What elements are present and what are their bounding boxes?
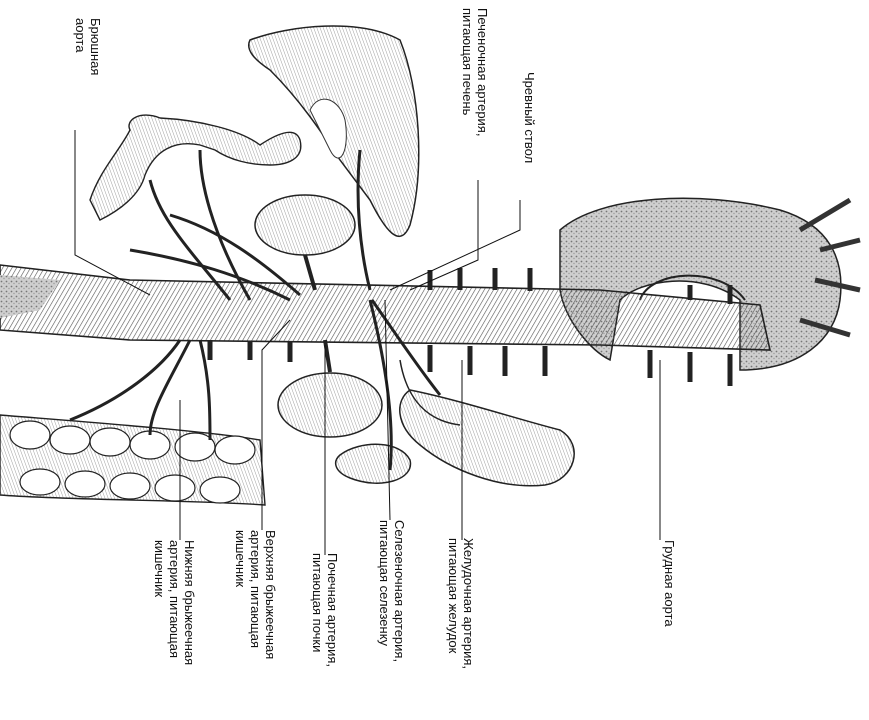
label-line: Брюшная	[88, 18, 103, 75]
label-line: питающая почки	[310, 553, 325, 667]
label-line: питающая селезенку	[377, 520, 392, 662]
label-line: Нижняя брыжеечная	[182, 540, 197, 665]
label-splenic-artery: Селезеночная артерия, питающая селезенку	[377, 520, 407, 662]
label-line: Грудная аорта	[662, 540, 677, 627]
label-renal-artery: Почечная артерия, питающая почки	[310, 553, 340, 667]
label-celiac-trunk: Чревный ствол	[522, 72, 537, 163]
label-line: питающая печень	[460, 8, 475, 136]
label-thoracic-aorta: Грудная аорта	[662, 540, 677, 627]
label-abdominal-aorta: Брюшная аорта	[73, 18, 103, 75]
label-hepatic-artery: Печеночная артерия, питающая печень	[460, 8, 490, 136]
intestine-lower	[0, 415, 265, 505]
label-line: кишечник	[152, 540, 167, 665]
label-line: Желудочная артерия,	[461, 538, 476, 669]
label-inferior-mesenteric: Нижняя брыжеечная артерия, питающая кише…	[152, 540, 197, 665]
label-line: артерия, питающая	[167, 540, 182, 665]
label-line: питающая желудок	[446, 538, 461, 669]
kidney-upper	[255, 195, 355, 290]
label-line: Печеночная артерия,	[475, 8, 490, 136]
kidney-lower	[278, 340, 382, 437]
label-line: аорта	[73, 18, 88, 75]
label-line: кишечник	[233, 530, 248, 659]
label-superior-mesenteric: Верхняя брыжеечная артерия, питающая киш…	[233, 530, 278, 659]
label-line: артерия, питающая	[248, 530, 263, 659]
label-line: Чревный ствол	[522, 72, 537, 163]
spleen	[336, 444, 411, 483]
leader-hepatic-artery	[410, 180, 478, 290]
label-line: Селезеночная артерия,	[392, 520, 407, 662]
label-line: Почечная артерия,	[325, 553, 340, 667]
leader-superior-mesenteric	[262, 320, 290, 530]
label-gastric-artery: Желудочная артерия, питающая желудок	[446, 538, 476, 669]
label-line: Верхняя брыжеечная	[263, 530, 278, 659]
